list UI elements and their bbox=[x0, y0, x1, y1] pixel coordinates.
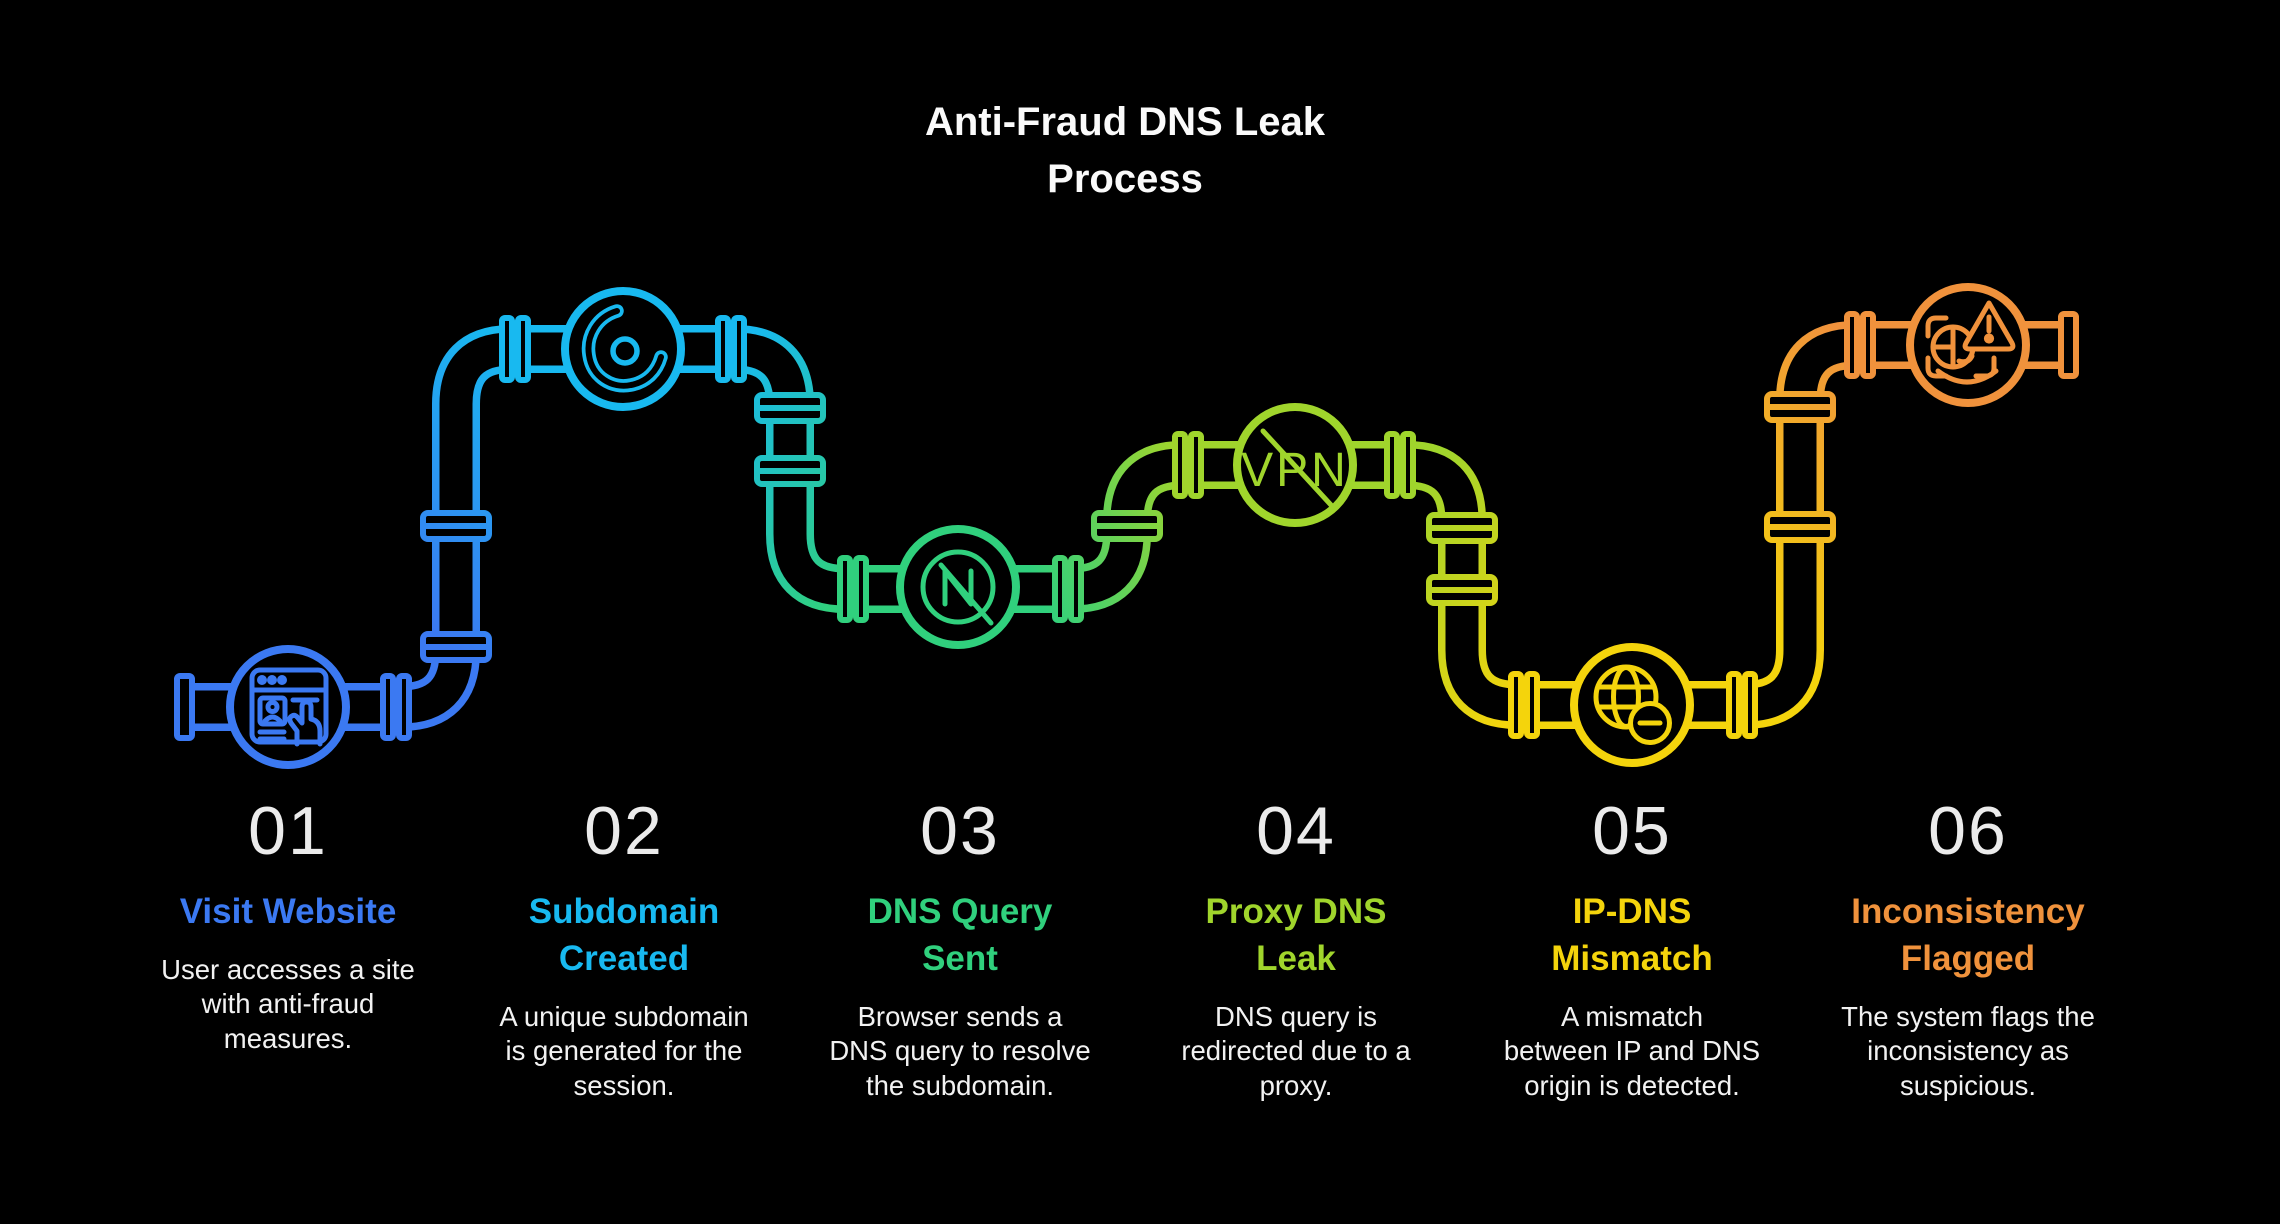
step-description: Browser sends a DNS query to resolve the… bbox=[829, 1000, 1091, 1101]
session-swirl-icon bbox=[581, 304, 668, 393]
step-title: Inconsistency Flagged bbox=[1851, 892, 2085, 978]
step-description: User accesses a site with anti-fraud mea… bbox=[161, 953, 415, 1054]
step-number: 01 bbox=[248, 793, 328, 869]
step-description: DNS query is redirected due to a proxy. bbox=[1181, 1000, 1411, 1101]
step-column-1: 01 Visit Website User accesses a site wi… bbox=[120, 797, 456, 1103]
step-number: 04 bbox=[1256, 793, 1336, 869]
step-title: IP-DNS Mismatch bbox=[1551, 892, 1713, 978]
warning-face-globe-icon bbox=[1925, 300, 2016, 385]
no-vpn-icon: VPN bbox=[1241, 428, 1349, 508]
step-title: Subdomain Created bbox=[528, 892, 720, 978]
step-column-3: 03 DNS Query Sent Browser sends a DNS qu… bbox=[792, 797, 1128, 1103]
step-column-4: 04 Proxy DNS Leak DNS query is redirecte… bbox=[1128, 797, 1464, 1103]
step-column-2: 02 Subdomain Created A unique subdomain … bbox=[456, 797, 792, 1103]
pipe-flanges bbox=[420, 391, 1836, 663]
step-description: The system flags the inconsistency as su… bbox=[1841, 1000, 2095, 1101]
step-node-1 bbox=[226, 645, 350, 769]
step-title: Proxy DNS Leak bbox=[1205, 892, 1387, 978]
step-column-6: 06 Inconsistency Flagged The system flag… bbox=[1800, 797, 2136, 1103]
globe-minus-icon bbox=[1593, 664, 1672, 745]
step-title: Visit Website bbox=[179, 892, 397, 931]
step-title: DNS Query Sent bbox=[867, 892, 1053, 978]
step-number: 05 bbox=[1592, 793, 1672, 869]
pipe-end-cap-right bbox=[2058, 311, 2079, 379]
step-description: A unique subdomain is generated for the … bbox=[499, 1000, 749, 1101]
pipe-end-cap-left bbox=[174, 673, 195, 741]
browser-fraud-check-icon bbox=[249, 667, 329, 747]
step-number: 03 bbox=[920, 793, 1000, 869]
svg-text:VPN: VPN bbox=[1241, 444, 1349, 497]
dns-blocked-icon bbox=[920, 549, 996, 626]
step-description: A mismatch between IP and DNS origin is … bbox=[1503, 1000, 1761, 1101]
infographic-title: Anti-Fraud DNS Leak Process bbox=[924, 100, 1326, 201]
step-column-5: 05 IP-DNS Mismatch A mismatch between IP… bbox=[1464, 797, 1800, 1103]
steps-row: 01 Visit Website User accesses a site wi… bbox=[120, 797, 2136, 1103]
pipe-couplings bbox=[380, 311, 1876, 741]
step-number: 02 bbox=[584, 793, 664, 869]
step-number: 06 bbox=[1928, 793, 2008, 869]
